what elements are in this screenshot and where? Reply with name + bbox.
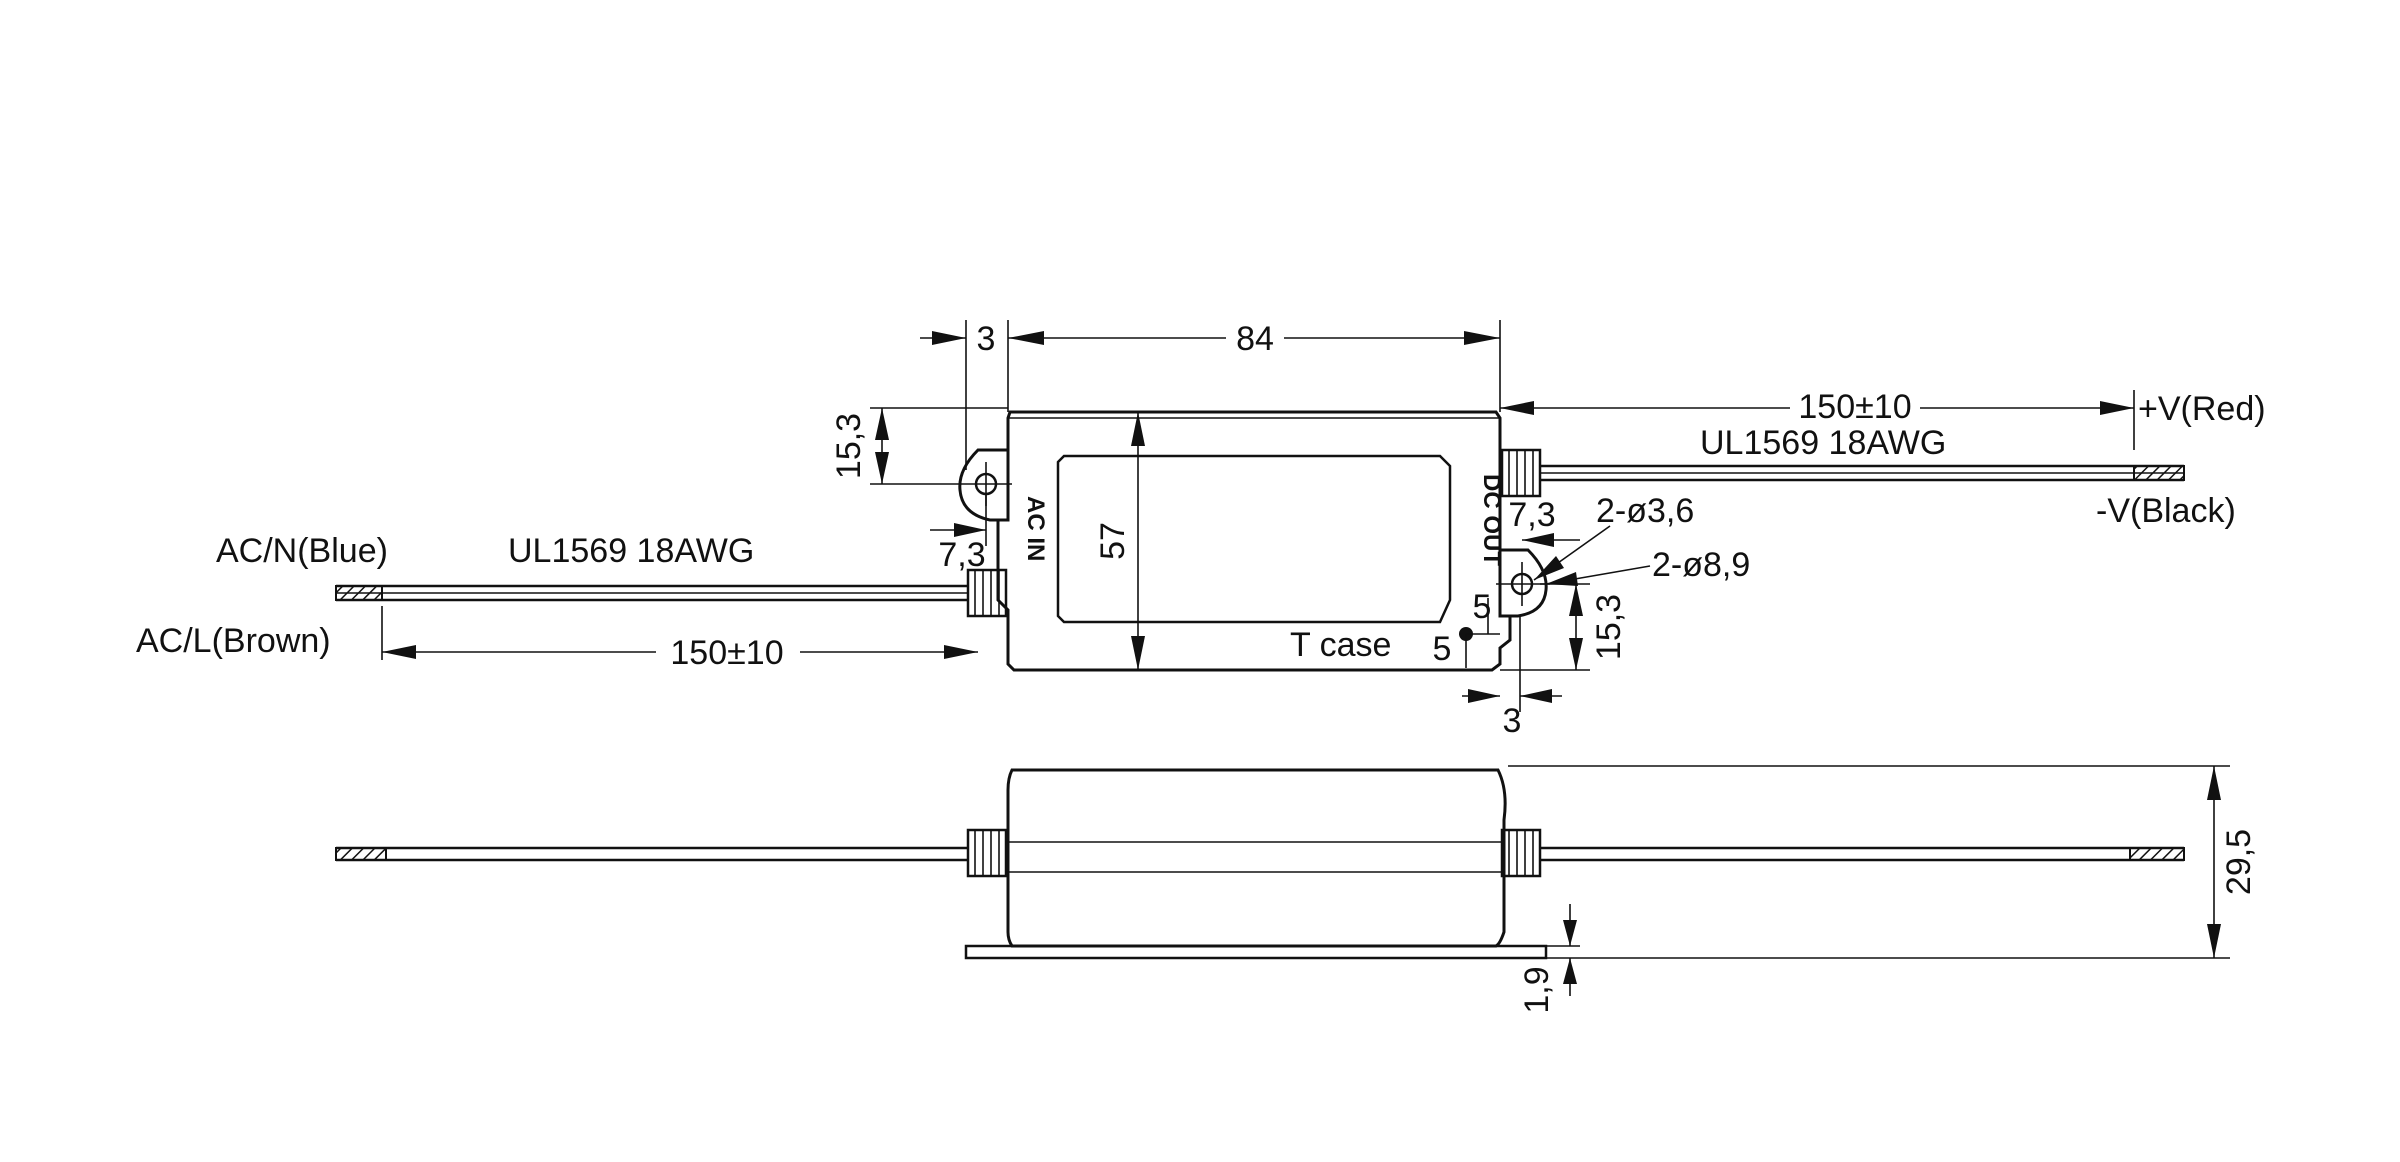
dim-hole-bottom: 15,3 [1500,583,1628,671]
v-neg-label: -V(Black) [2096,492,2236,530]
dim-hole-top: 15,3 [830,407,1008,485]
dc-out-label: DC OUT [1478,474,1505,566]
dim-inset-left-text: 3 [977,320,996,358]
v-pos-label: +V(Red) [2138,390,2266,428]
tcase-label: T case [1290,626,1391,664]
dim-tcase-y-text: 5 [1473,588,1492,626]
dim-hole-large-text: 2-ø8,9 [1652,546,1750,584]
cable-left-spec: UL1569 18AWG [508,532,754,570]
dim-hole-x-right: 7,3 [1508,496,1580,547]
dim-cable-left: 150±10 [381,606,978,672]
side-gland-right [1500,828,1542,878]
dim-hole-top-text: 15,3 [830,413,868,479]
ac-in-label: AC IN [1022,496,1049,561]
label-window [1056,454,1452,624]
dim-side-height-text: 29,5 [2220,829,2258,895]
top-view: AC IN DC OUT 84 3 57 [136,320,2266,740]
dim-cable-right: 150±10 [1500,388,2135,450]
ac-n-label: AC/N(Blue) [216,532,388,570]
dim-inset-right-text: 3 [1503,702,1522,740]
dim-flange-text: 1,9 [1518,966,1556,1013]
housing-side-outline [1006,768,1507,948]
dim-hole-bottom-text: 15,3 [1590,594,1628,660]
dim-flange: 1,9 [1518,904,1580,1014]
dim-height: 57 [1094,412,1145,670]
dim-cable-right-text: 150±10 [1798,388,1911,426]
dim-tcase-x-text: 5 [1433,630,1452,668]
dim-width-text: 84 [1236,320,1274,358]
dim-hole-x-right-text: 7,3 [1508,496,1555,534]
mounting-ear-right [1498,548,1548,618]
mounting-ear-left [958,448,1010,522]
dim-hole-x-left: 7,3 [930,494,987,574]
side-view: 29,5 1,9 [335,765,2258,1014]
dim-height-text: 57 [1094,522,1132,560]
ac-cable [335,584,968,602]
dim-hole-x-left-text: 7,3 [938,536,985,574]
side-gland-left [966,828,1008,878]
dim-inset-left: 3 [920,320,996,470]
ac-l-label: AC/L(Brown) [136,622,331,660]
side-flange [964,944,1548,960]
dim-hole-small: 2-ø3,6 [1533,492,1694,581]
cable-gland-left [966,568,1008,618]
dim-width: 84 [1007,320,1501,412]
dim-cable-left-text: 150±10 [670,634,783,672]
dim-inset-right: 3 [1462,616,1562,740]
cable-right-spec: UL1569 18AWG [1700,424,1946,462]
dim-side-height: 29,5 [1508,765,2258,959]
dim-hole-small-text: 2-ø3,6 [1596,492,1694,530]
dc-cable [1540,464,2185,482]
dim-hole-large: 2-ø8,9 [1545,546,1750,586]
cable-gland-right [1500,448,1542,498]
